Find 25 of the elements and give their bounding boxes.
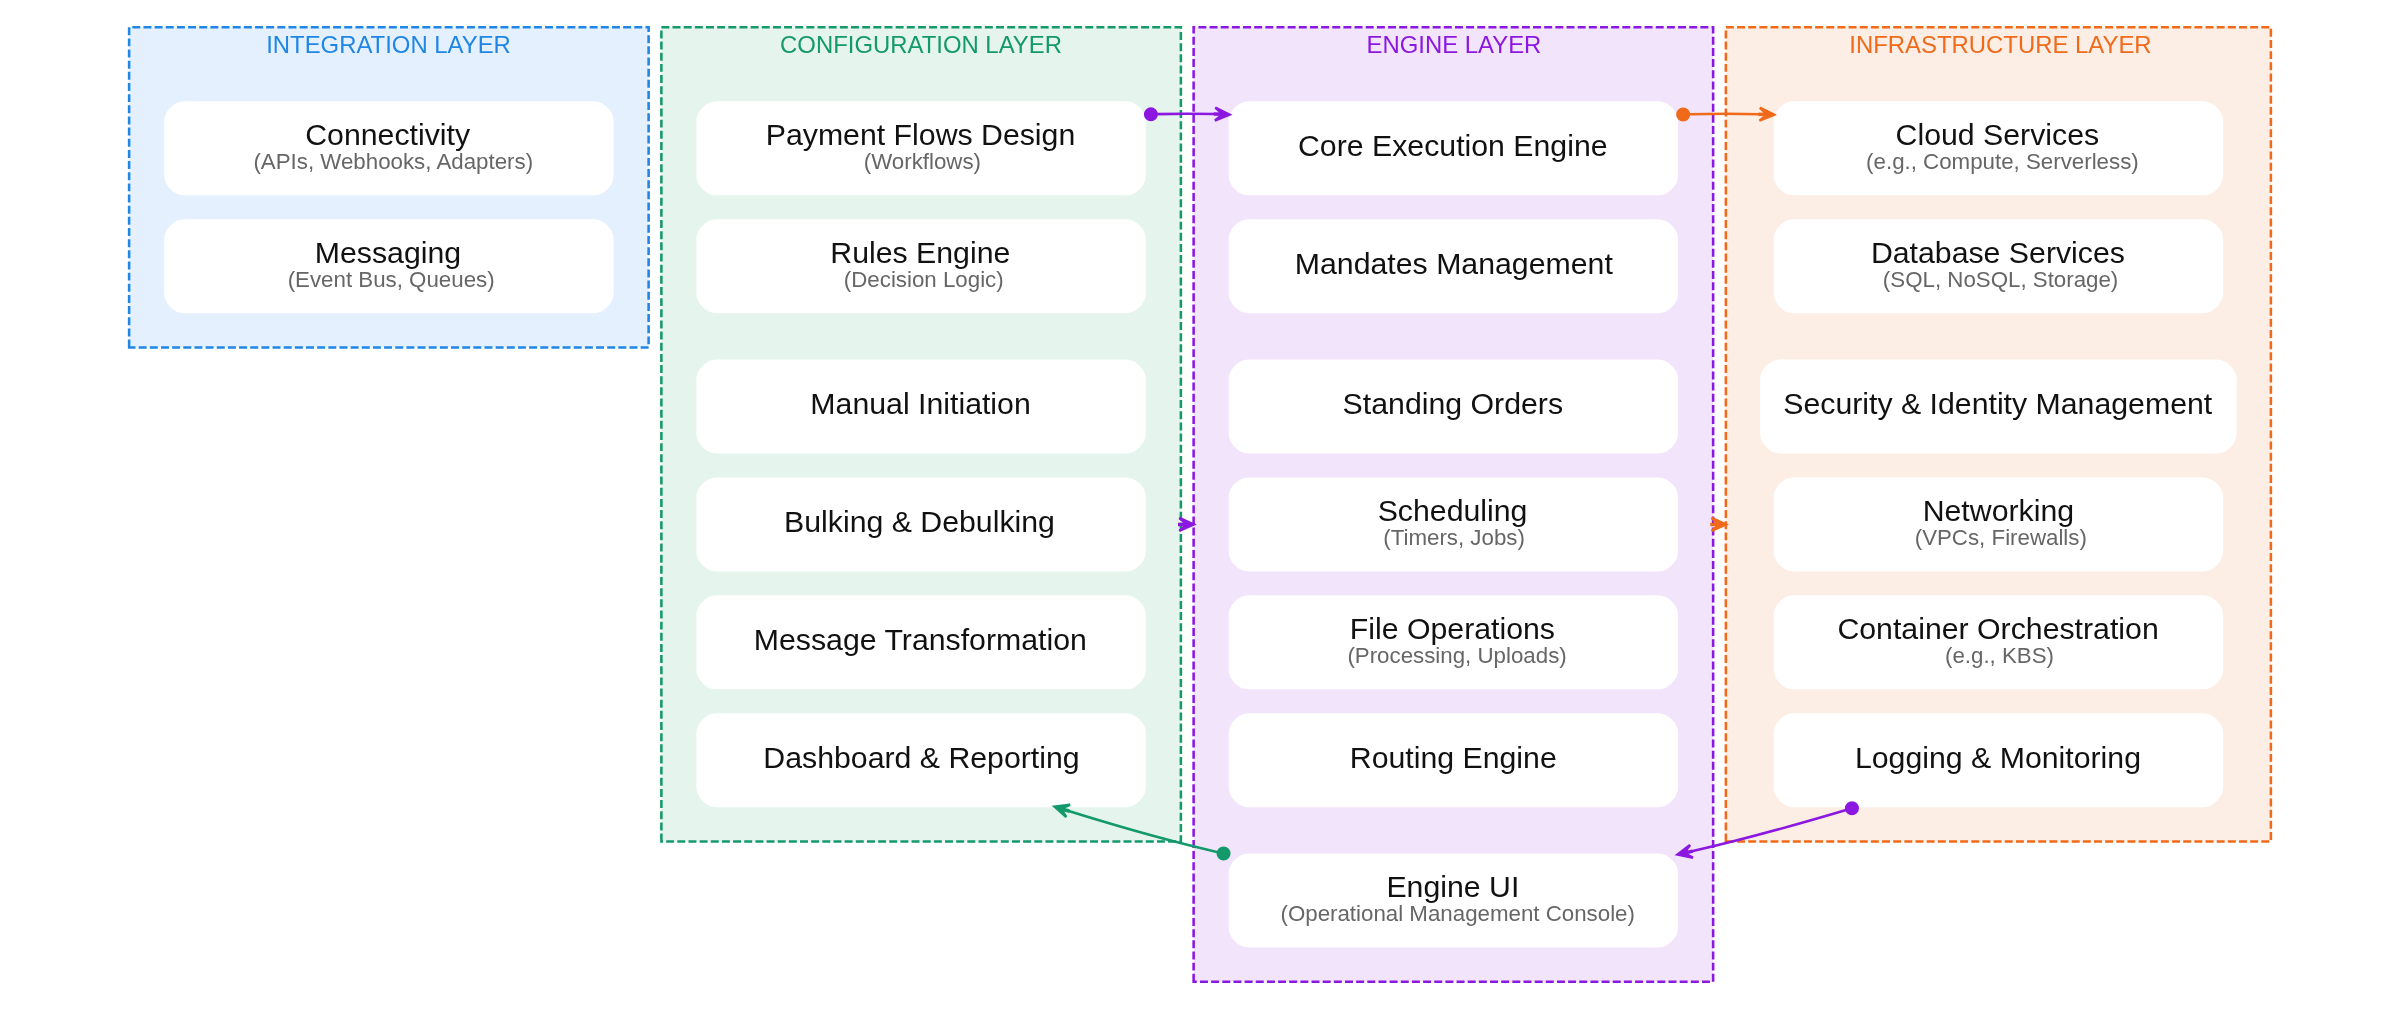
- node-box: Message Transformation: [696, 595, 1146, 690]
- node-box: Cloud Services (e.g., Compute, Serverless): [1773, 101, 2224, 196]
- node-box: File Operations (Processing, Uploads): [1228, 595, 1679, 690]
- node-box: Scheduling (Timers, Jobs): [1228, 477, 1679, 572]
- node-box: Payment Flows Design (Workflows): [696, 101, 1146, 196]
- node-box: Dashboard & Reporting: [696, 713, 1146, 808]
- node-box: Standing Orders: [1228, 359, 1679, 454]
- node-box: Database Services (SQL, NoSQL, Storage): [1773, 219, 2224, 314]
- node-box: Engine UI (Operational Management Console): [1228, 853, 1679, 948]
- node-box: Security & Identity Management: [1760, 359, 2237, 454]
- node-box: Core Execution Engine: [1228, 101, 1679, 196]
- node-box: Bulking & Debulking: [696, 477, 1146, 572]
- node-box: Container Orchestration (e.g., KBS): [1773, 595, 2224, 690]
- node-box: Rules Engine (Decision Logic): [696, 219, 1146, 314]
- arrow: [1143, 106, 1231, 122]
- node-box: Manual Initiation: [696, 359, 1146, 454]
- arrow: [1053, 803, 1231, 861]
- node-box: Mandates Management: [1228, 219, 1679, 314]
- node-box: Networking (VPCs, Firewalls): [1773, 477, 2224, 572]
- node-box: Routing Engine: [1228, 713, 1679, 808]
- arrow: [1676, 801, 1859, 859]
- node-box: Logging & Monitoring: [1773, 713, 2224, 808]
- node-box: Connectivity (APIs, Webhooks, Adapters): [164, 101, 614, 196]
- node-box: Messaging (Event Bus, Queues): [164, 219, 614, 314]
- arrow: [1676, 106, 1776, 122]
